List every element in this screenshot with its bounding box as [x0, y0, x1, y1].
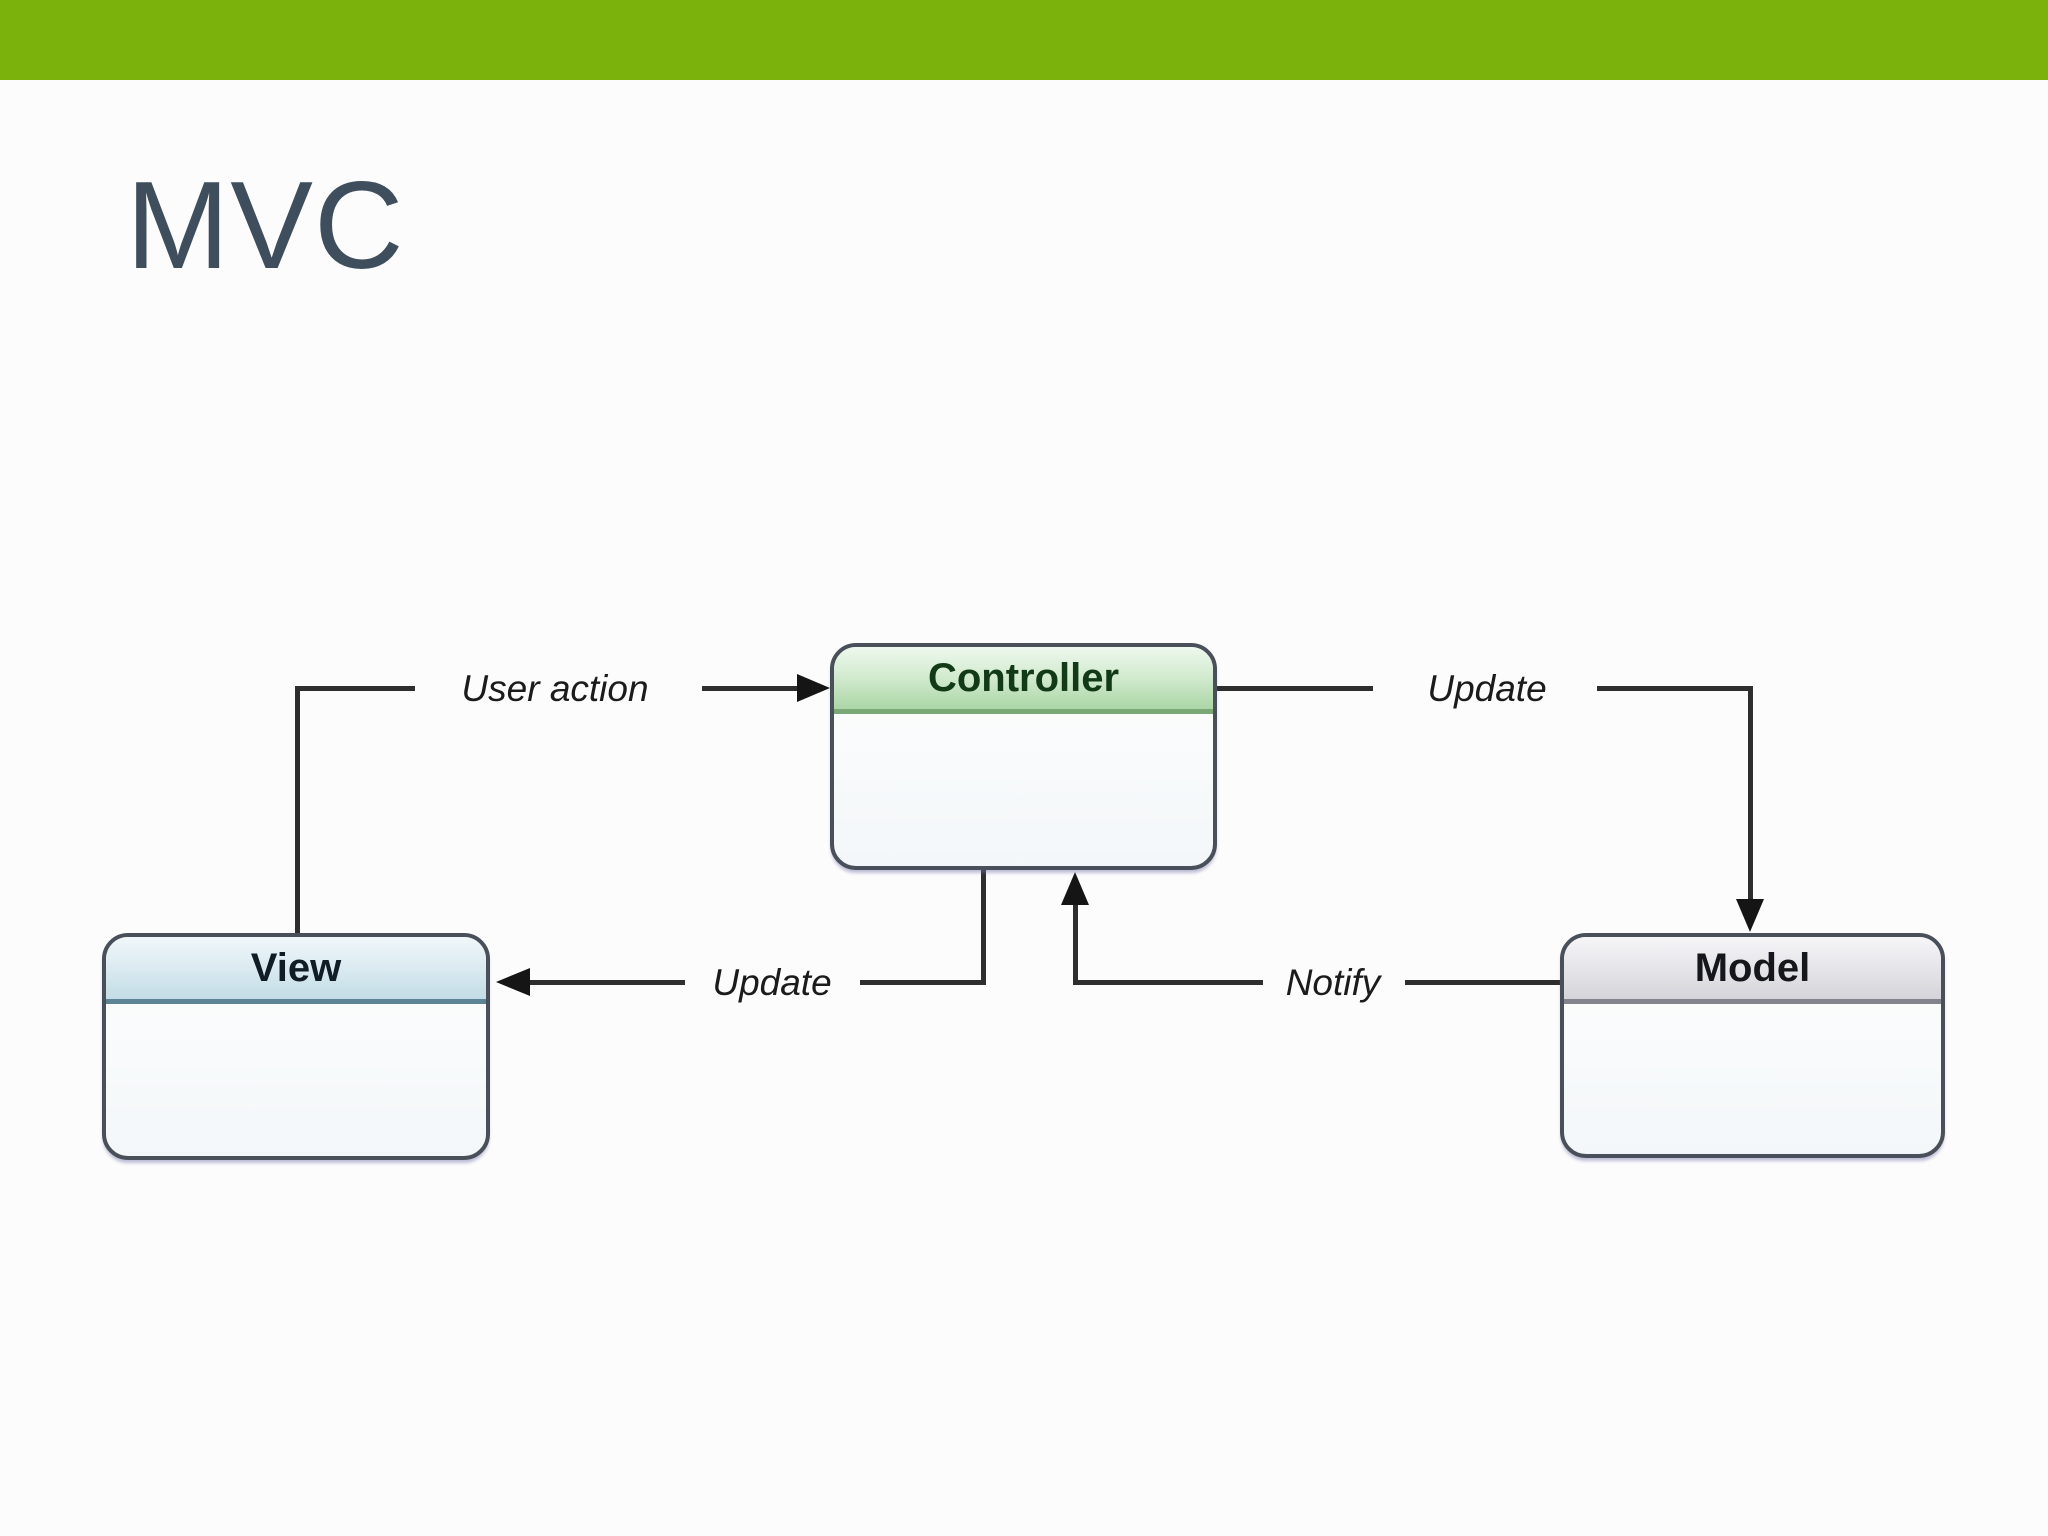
edge-update-view-vertical-line [981, 868, 986, 985]
edge-user-action-vertical-line [295, 686, 300, 933]
node-view-header: View [106, 937, 486, 1004]
node-view-label: View [250, 945, 342, 990]
edge-notify-vertical-line [1073, 905, 1078, 985]
edge-update-model-line-right [1597, 686, 1753, 691]
node-model-label: Model [1694, 945, 1811, 990]
edge-update-model-vertical-line [1748, 686, 1753, 899]
arrow-down-icon [1736, 899, 1764, 932]
accent-bar [0, 0, 2048, 80]
edge-label-update-view: Update [712, 962, 832, 1003]
edge-user-action-line-left [295, 686, 415, 691]
edge-user-action-line-right [702, 686, 797, 691]
edge-notify-line-right [1405, 980, 1560, 985]
edge-label-notify: Notify [1285, 962, 1381, 1003]
edge-update-model-line-left [1217, 686, 1373, 691]
node-view: View [102, 933, 490, 1160]
node-controller: Controller [830, 643, 1217, 870]
edge-label-user-action: User action [461, 668, 649, 709]
page-title: MVC [126, 157, 405, 295]
edge-update-view-line-left [530, 980, 685, 985]
node-model-header: Model [1564, 937, 1941, 1004]
arrow-left-icon [496, 968, 530, 996]
edge-label-update-model: Update [1427, 668, 1547, 709]
node-model: Model [1560, 933, 1945, 1158]
node-controller-label: Controller [927, 655, 1120, 700]
arrow-up-icon [1061, 872, 1089, 905]
edge-update-view-line-right [860, 980, 986, 985]
node-controller-header: Controller [834, 647, 1213, 714]
arrow-right-icon [797, 674, 830, 702]
edge-notify-line-left [1073, 980, 1263, 985]
